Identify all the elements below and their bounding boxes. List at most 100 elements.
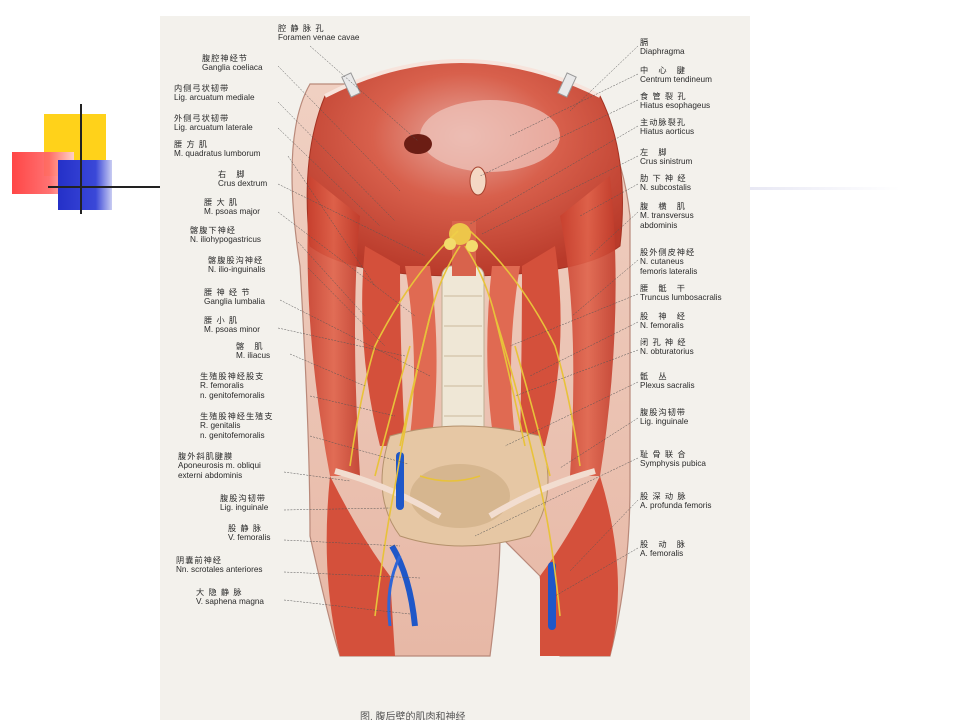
label-latin: R. femoralis [200,381,244,391]
label-centrum-tendineum: 中 心 腱 Centrum tendineum [640,66,712,85]
label-cn: 腰 方 肌 [174,140,209,149]
label-v-saphena-magna: 大 隐 静 脉 V. saphena magna [196,588,264,607]
label-latin: Lig. inguinale [640,417,689,427]
label-cn: 阴囊前神经 [176,556,222,565]
label-n-subcostalis: 肋 下 神 经 N. subcostalis [640,174,691,193]
label-cn: 腹股沟韧带 [640,408,686,417]
label-aponeurosis: 腹外斜肌腱膜 Aponeurosis m. obliqui externi ab… [178,452,261,480]
label-n-femoralis: 股 神 经 N. femoralis [640,312,686,331]
label-m-psoas-major: 腰 大 肌 M. psoas major [204,198,260,217]
decor-title-rule [750,187,900,190]
label-a-profunda-femoris: 股 深 动 脉 A. profunda femoris [640,492,711,511]
label-latin: Lig. arcuatum mediale [174,93,255,103]
label-lig-arcuatum-mediale: 内侧弓状韧带 Lig. arcuatum mediale [174,84,255,103]
label-latin: M. iliacus [236,351,271,361]
label-cn: 髂腹股沟神经 [208,256,264,265]
label-lig-inguinale-left: 腹股沟韧带 Lig. inguinale [220,494,268,513]
label-cn: 髂腹下神经 [190,226,236,235]
label-cn: 左 脚 [640,148,668,157]
label-latin: Hiatus aorticus [640,127,695,137]
label-cn: 股 深 动 脉 [640,492,687,501]
label-latin: N. iliohypogastricus [190,235,261,245]
label-latin: V. femoralis [228,533,271,543]
label-latin: N. femoralis [640,321,684,331]
label-cn: 中 心 腱 [640,66,686,75]
label-cn: 耻 骨 联 合 [640,450,687,459]
label-latin: M. psoas minor [204,325,260,335]
decor-vertical-line [80,104,82,214]
label-m-psoas-minor: 腰 小 肌 M. psoas minor [204,316,260,335]
anatomy-illustration [277,45,639,657]
label-cn: 食 管 裂 孔 [640,92,687,101]
label-v-femoralis: 股 静 脉 V. femoralis [228,524,270,543]
label-r-genitalis: 生殖股神经生殖支 R. genitalis n. genitofemoralis [200,412,274,440]
decor-horizontal-line [48,186,160,188]
label-latin: Nn. scrotales anteriores [176,565,263,575]
label-lig-inguinale-right: 腹股沟韧带 Lig. inguinale [640,408,688,427]
label-cn: 腰 骶 干 [640,284,686,293]
label-latin: N. subcostalis [640,183,691,193]
label-latin: Crus sinistrum [640,157,693,167]
label-cn: 生殖股神经股支 [200,372,265,381]
label-latin-2: femoris lateralis [640,266,698,276]
label-crus-dextrum: 右 脚 Crus dextrum [218,170,267,189]
label-truncus-lumbosacralis: 腰 骶 干 Truncus lumbosacralis [640,284,722,303]
label-latin: Foramen venae cavae [278,33,360,43]
label-cn: 内侧弓状韧带 [174,84,230,93]
label-latin: M. transversus [640,211,694,221]
label-cn: 腰 大 肌 [204,198,239,207]
label-cn: 右 脚 [218,170,246,179]
label-r-femoralis: 生殖股神经股支 R. femoralis n. genitofemoralis [200,372,265,400]
label-latin: Crus dextrum [218,179,268,189]
label-latin: Truncus lumbosacralis [640,293,722,303]
label-latin: M. quadratus lumborum [174,149,261,159]
label-latin: Lig. arcuatum laterale [174,123,253,133]
label-cn: 股 神 经 [640,312,686,321]
label-n-obturatorius: 闭 孔 神 经 N. obturatorius [640,338,694,357]
label-latin: Symphysis pubica [640,459,706,469]
label-cn: 外侧弓状韧带 [174,114,230,123]
label-hiatus-esophageus: 食 管 裂 孔 Hiatus esophageus [640,92,710,111]
label-latin: Centrum tendineum [640,75,712,85]
label-m-transversus: 腹 横 肌 M. transversus abdominis [640,202,694,230]
label-latin-2: n. genitofemoralis [200,390,265,400]
label-m-iliacus: 髂 肌 M. iliacus [236,342,270,361]
label-cn: 髂 肌 [236,342,264,351]
label-symphysis-pubica: 耻 骨 联 合 Symphysis pubica [640,450,706,469]
label-cn: 股 静 脉 [228,524,263,533]
label-latin-2: externi abdominis [178,470,243,480]
label-cn: 腹股沟韧带 [220,494,266,503]
label-plexus-sacralis: 骶 丛 Plexus sacralis [640,372,695,391]
label-cn: 股外侧皮神经 [640,248,696,257]
label-latin: N. ilio-inguinalis [208,265,266,275]
label-latin: Lig. inguinale [220,503,269,513]
label-cn: 膈 [640,38,650,47]
label-cn: 生殖股神经生殖支 [200,412,274,421]
label-nn-scrotales: 阴囊前神经 Nn. scrotales anteriores [176,556,262,575]
label-latin: A. femoralis [640,549,684,559]
label-cn: 腹 横 肌 [640,202,686,211]
figure-caption: 图. 腹后壁的肌肉和神经 [360,712,466,720]
label-latin: Diaphragma [640,47,685,57]
label-latin: A. profunda femoris [640,501,712,511]
label-latin: V. saphena magna [196,597,264,607]
label-cn: 腰 小 肌 [204,316,239,325]
label-a-femoralis: 股 动 脉 A. femoralis [640,540,686,559]
label-ganglia-coeliaca: 腹腔神经节 Ganglia coeliaca [202,54,263,73]
anatomy-plate: 腔 静 脉 孔 Foramen venae cavae 腹腔神经节 Gangli… [160,16,750,720]
label-cn: 股 动 脉 [640,540,686,549]
label-cn: 闭 孔 神 经 [640,338,687,347]
label-foramen-venae-cavae: 腔 静 脉 孔 Foramen venae cavae [278,24,359,43]
label-crus-sinistrum: 左 脚 Crus sinistrum [640,148,692,167]
label-cn: 骶 丛 [640,372,668,381]
label-n-ilio-inguinalis: 髂腹股沟神经 N. ilio-inguinalis [208,256,265,275]
label-hiatus-aorticus: 主动脉裂孔 Hiatus aorticus [640,118,694,137]
label-latin: R. genitalis [200,421,241,431]
label-latin: Plexus sacralis [640,381,695,391]
label-cn: 主动脉裂孔 [640,118,686,127]
label-m-quadratus-lumborum: 腰 方 肌 M. quadratus lumborum [174,140,260,159]
label-latin: Ganglia coeliaca [202,63,263,73]
label-latin: Hiatus esophageus [640,101,711,111]
label-n-iliohypogastricus: 髂腹下神经 N. iliohypogastricus [190,226,261,245]
